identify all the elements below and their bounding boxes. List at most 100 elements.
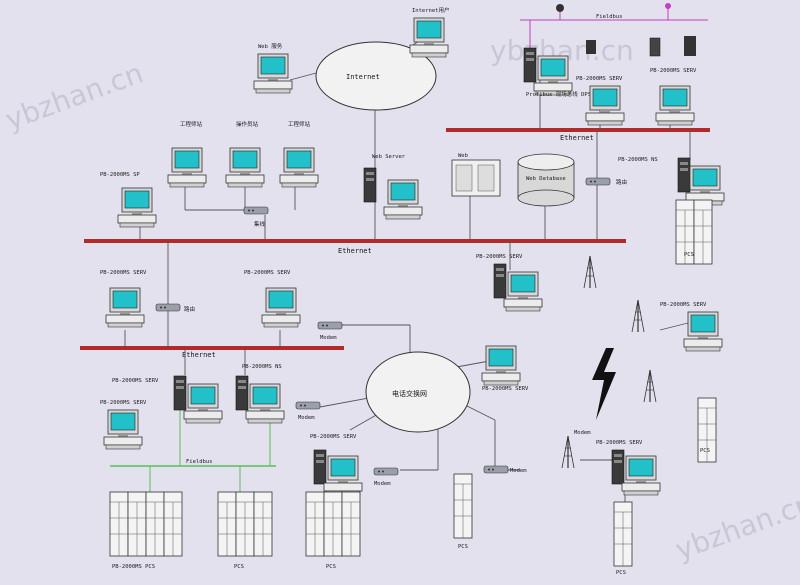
server-monitor-icon <box>323 455 363 496</box>
phone-switch-label: 电话交换网 <box>392 389 427 398</box>
modem-icon <box>295 401 321 410</box>
modem-label: Modem <box>320 335 337 341</box>
modem-icon <box>483 465 509 474</box>
antenna-icon <box>561 435 575 469</box>
pcs-cabinet-icon <box>693 199 713 265</box>
internet-user-computer-icon <box>409 17 449 58</box>
client-label: PB-2000MS SERV <box>100 270 147 276</box>
pcs-label: PCS <box>616 570 626 576</box>
engineer-station-label: 工程师站 <box>288 120 311 128</box>
lower-ethernet-label: Ethernet <box>182 351 216 359</box>
internet-user-label: Internet用户 <box>412 6 450 14</box>
client-computer-icon <box>655 85 695 126</box>
database-icon: Web Database <box>517 153 575 207</box>
server-monitor-icon <box>503 271 543 312</box>
engineer-station-computer-icon <box>279 147 319 188</box>
internet-cloud: Internet <box>315 41 437 111</box>
client-computer-icon <box>117 187 157 228</box>
modem-label: Modem <box>574 430 591 436</box>
fieldbus-label: Fieldbus <box>596 14 623 20</box>
web-server-rack-icon: Web <box>451 153 501 197</box>
client-computer-icon <box>261 287 301 328</box>
router-label: 路由 <box>184 305 195 313</box>
server-tower-icon <box>493 263 507 299</box>
web-server-tower-icon <box>363 167 377 203</box>
server-tower-icon <box>235 375 249 411</box>
profibus-note: Profibus 现场总线 DPS 服务器 <box>526 90 611 98</box>
server-monitor-icon <box>245 383 285 424</box>
web-server-monitor-icon <box>383 179 423 220</box>
modem-label: Modem <box>374 481 391 487</box>
server-tower-icon <box>173 375 187 411</box>
watermark: ybzhan.cn <box>1 56 147 136</box>
client-label: PB-2000MS SERV <box>482 386 529 392</box>
modem-label: Modem <box>298 415 315 421</box>
server-tower-icon <box>313 449 327 485</box>
modem-icon <box>317 321 343 330</box>
dial-client-label: PB-2000MS SERV <box>310 434 357 440</box>
database-label: Web Database <box>526 176 566 182</box>
right-client-label: PB-2000MS NS <box>618 157 658 163</box>
pcs-label: PCS <box>684 252 694 258</box>
radio-client-label: PB-2000MS SERV <box>660 302 707 308</box>
client-computer-icon <box>481 345 521 386</box>
web-server-label: Web 服务 <box>258 42 283 50</box>
router-icon <box>585 177 611 186</box>
internet-label: Internet <box>346 73 380 81</box>
web-server-2-label: Web Server <box>372 154 406 160</box>
server-tower-icon <box>611 449 625 485</box>
remote-client-label: PB-2000MS SERV <box>596 440 643 446</box>
pcs-label: PB-2000MS PCS <box>112 564 155 570</box>
field-device-icon <box>556 3 696 57</box>
pcs-label: PCS <box>700 448 710 454</box>
pcs-cabinet-group <box>217 491 273 557</box>
router-label: 路由 <box>616 178 627 186</box>
dps-server-tower-icon <box>523 47 537 83</box>
router-icon <box>155 303 181 312</box>
top-client-label: PB-2000MS SERV <box>576 76 623 82</box>
antenna-icon <box>583 255 597 289</box>
modem-label: Modem <box>510 468 527 474</box>
pcs-cabinet-icon <box>453 473 473 539</box>
lightning-icon <box>592 348 616 420</box>
pcs-label: PCS <box>458 544 468 550</box>
web-server-computer-icon <box>253 53 293 94</box>
server-label: PB-2000MS SERV <box>112 378 159 384</box>
pcs-label: PCS <box>234 564 244 570</box>
operator-station-computer-icon <box>225 147 265 188</box>
client-label: PB-2000MS SERV <box>244 270 291 276</box>
server-tower-icon <box>677 157 691 193</box>
phone-switch-cloud: 电话交换网 <box>365 351 471 433</box>
server-label: PB-2000MS SERV <box>476 254 523 260</box>
low-fieldbus-label: Fieldbus <box>186 459 213 465</box>
pcs-label: PCS <box>326 564 336 570</box>
server-monitor-icon <box>685 165 725 206</box>
top-ethernet-label: Ethernet <box>560 134 594 142</box>
engineer-station-label: 工程师站 <box>180 120 203 128</box>
pcs-cabinet-group <box>109 491 183 557</box>
client-computer-icon <box>103 409 143 450</box>
watermark: ybzhan.cn <box>671 486 800 566</box>
client-label: PB-2000MS SP <box>100 172 140 178</box>
hub-label: 集线 <box>254 220 266 228</box>
top-client-label: PB-2000MS SERV <box>650 68 697 74</box>
radio-client-computer-icon <box>683 311 723 352</box>
server-monitor-icon <box>183 383 223 424</box>
hub-icon <box>243 206 269 215</box>
client-computer-icon <box>105 287 145 328</box>
server-monitor-icon <box>621 455 661 496</box>
dps-server-monitor-icon <box>533 55 573 96</box>
server-label: PB-2000MS NS <box>242 364 282 370</box>
engineer-station-computer-icon <box>167 147 207 188</box>
pcs-cabinet-icon <box>613 501 633 567</box>
client-computer-icon <box>585 85 625 126</box>
pcs-cabinet-group <box>305 491 361 557</box>
antenna-icon <box>643 369 657 403</box>
modem-icon <box>373 467 399 476</box>
main-ethernet-label: Ethernet <box>338 247 372 255</box>
antenna-icon <box>631 299 645 333</box>
operator-station-label: 操作员站 <box>236 120 259 128</box>
client-label: PB-2000MS SERV <box>100 400 147 406</box>
